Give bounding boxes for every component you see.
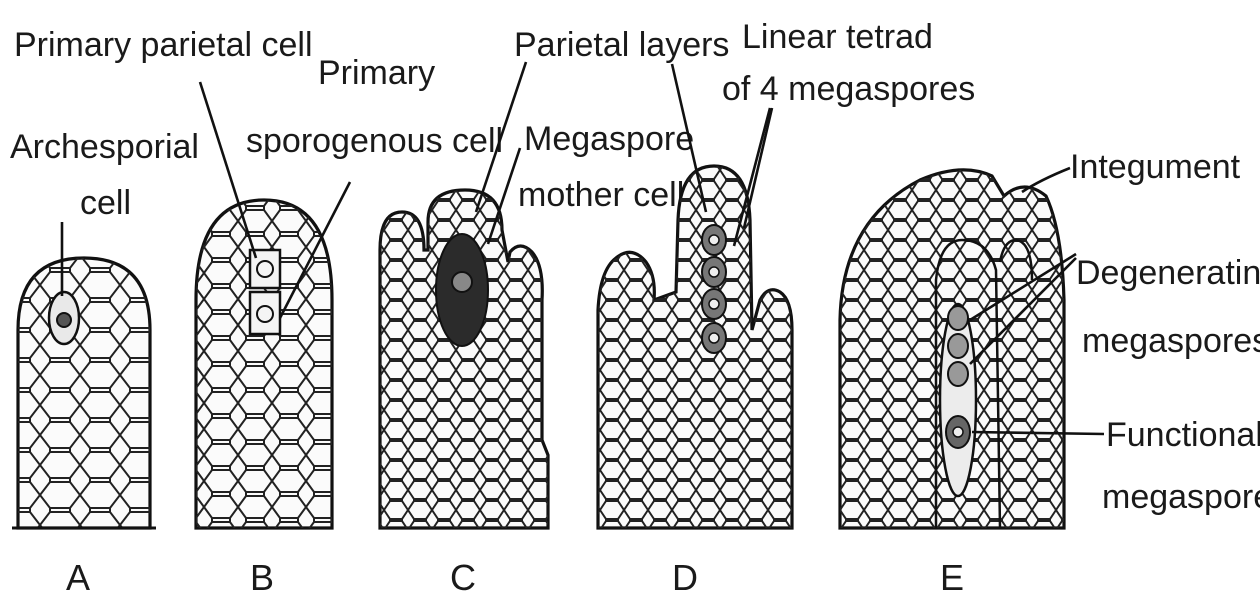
label-archesporial: Archesporial [10,128,199,166]
mother-cell-nucleus [452,272,472,292]
megaspore-1-nucleus [709,235,719,245]
ovule-cells-d [598,166,792,528]
label-mother-cell: mother cell [518,176,684,214]
megaspore-3-nucleus [709,299,719,309]
panel-letter-e: E [940,557,964,598]
panel-letter-c: C [450,557,476,598]
panel-letter-b: B [250,557,274,598]
degenerating-megaspore-1 [948,306,968,330]
label-parietal-layers: Parietal layers [514,26,729,64]
label-sporogenous-cell: sporogenous cell [246,122,503,160]
label-functional: Functional [1106,416,1260,454]
leader-tetrad-2 [744,108,772,228]
panel-e: Integument Degenerating megaspores Funct… [840,148,1260,598]
panel-a: Archesporial cell A [10,128,199,598]
label-megaspore-e: megaspore [1102,478,1260,516]
label-primary: Primary [318,54,435,92]
megaspore-4-nucleus [709,333,719,343]
panel-letter-a: A [66,557,90,598]
label-megaspore: Megaspore [524,120,694,158]
embryo-sac-column [940,304,976,496]
label-primary-parietal-cell: Primary parietal cell [14,26,313,64]
megaspore-2-nucleus [709,267,719,277]
label-integument: Integument [1070,148,1241,186]
nucellus-cells-a [18,258,150,528]
panel-letter-d: D [672,557,698,598]
label-cell: cell [80,184,131,222]
label-of-4-megaspores: of 4 megaspores [722,70,975,108]
degenerating-megaspore-2 [948,334,968,358]
leader-integument [1022,168,1070,192]
label-degenerating: Degenerating [1076,254,1260,292]
degenerating-megaspore-3 [948,362,968,386]
label-megaspores: megaspores [1082,322,1260,360]
archesporial-nucleus [57,313,71,327]
parietal-nucleus [257,261,273,277]
sporogenous-nucleus [257,306,273,322]
label-linear-tetrad: Linear tetrad [742,18,933,56]
functional-megaspore-nucleus [953,427,963,437]
